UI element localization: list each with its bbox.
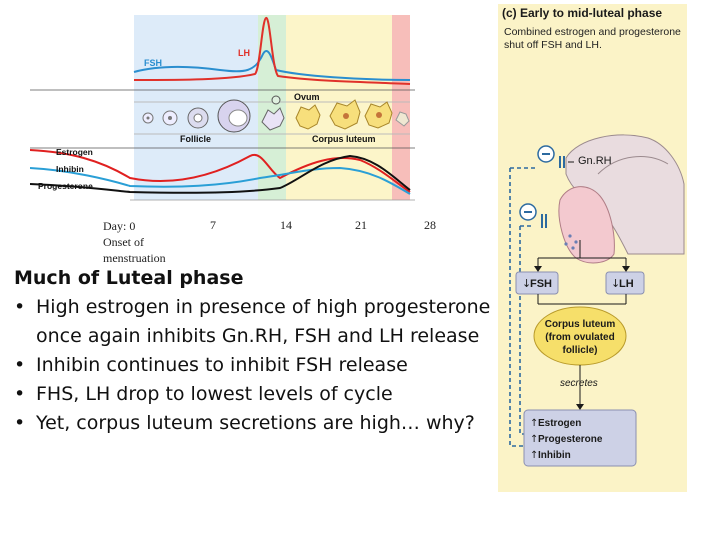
- follicle-stage: [193, 113, 203, 123]
- pituitary-granule: [571, 246, 575, 250]
- arrowhead: [534, 266, 542, 272]
- lh-down-arrow: ↓: [611, 277, 620, 290]
- notes-bullet: FHS, LH drop to lowest levels of cycle: [14, 380, 500, 409]
- fsh-curve: [133, 50, 411, 81]
- secretes-label: secretes: [560, 378, 598, 389]
- day-7-label: 7: [210, 218, 216, 232]
- day-28-label: 28: [424, 218, 436, 232]
- corpus-line-2: (from ovulated: [545, 332, 614, 343]
- menses-band: [392, 15, 410, 200]
- menstruation-text: menstruation: [103, 251, 166, 265]
- onset-text: Onset of: [103, 235, 144, 249]
- corpus-line-3: follicle): [562, 345, 597, 356]
- inhibin-curve: [30, 166, 411, 195]
- day-14-label: 14: [280, 218, 292, 232]
- ovum-label: Ovum: [294, 92, 320, 102]
- progesterone-label: Progesterone: [38, 181, 93, 191]
- feedback-diagram: Gn.RH ↓ FSH ↓ LH Corpus luteum (from ovu…: [509, 134, 685, 467]
- inhibin-box-label: Inhibin: [538, 450, 571, 461]
- inhibin-label: Inhibin: [56, 164, 84, 174]
- gnrh-label: Gn.RH: [578, 155, 612, 167]
- estrogen-up-arrow: ↑: [530, 418, 538, 429]
- corpus-luteum-stage: [295, 104, 321, 130]
- notes-bullet: Yet, corpus luteum secretions are high… …: [14, 409, 500, 438]
- fsh-box: [515, 271, 559, 295]
- notes-list: High estrogen in presence of high proges…: [14, 293, 500, 438]
- follicle-stage: [228, 109, 248, 127]
- inhibin-up-arrow: ↑: [530, 450, 538, 461]
- corpus-luteum-core: [376, 112, 382, 118]
- day-21-label: 21: [355, 218, 367, 232]
- lh-label: LH: [238, 48, 250, 58]
- estrogen-curve: [30, 149, 411, 193]
- estrogen-box-label: Estrogen: [538, 418, 581, 429]
- corpus-luteum-core: [343, 113, 349, 119]
- arrowhead: [576, 404, 584, 410]
- follicle-label: Follicle: [180, 134, 211, 144]
- corpus-line-1: Corpus luteum: [545, 319, 616, 330]
- notes-heading: Much of Luteal phase: [14, 267, 244, 289]
- lh-box: [605, 271, 645, 295]
- panel-title: (c) Early to mid-luteal phase: [502, 6, 663, 20]
- hypothalamus-bulge: [597, 156, 669, 175]
- progesterone-up-arrow: ↑: [530, 434, 538, 445]
- day-0-label: Day: 0 Onset of menstruation: [103, 218, 166, 266]
- pituitary-gland: [558, 186, 615, 264]
- fsh-label: FSH: [144, 58, 162, 68]
- lh-box-label: LH: [619, 278, 634, 290]
- feedback-path: [509, 168, 524, 447]
- estrogen-label: Estrogen: [56, 147, 93, 157]
- lh-curve: [133, 16, 411, 85]
- ruptured-follicle: [261, 107, 285, 131]
- notes-block: Much of Luteal phase High estrogen in pr…: [14, 264, 500, 438]
- pituitary-granule: [574, 240, 578, 244]
- notes-bullet: High estrogen in presence of high proges…: [14, 293, 500, 351]
- fsh-box-label: FSH: [530, 278, 552, 290]
- cycle-diagram: FSH LH Ovum Follicle Corpus luteum Estro…: [30, 15, 415, 201]
- follicle-stage: [168, 116, 172, 120]
- corpus-albicans: [395, 111, 410, 127]
- pituitary-granule: [564, 242, 568, 246]
- day-0-text: Day: 0: [103, 219, 136, 233]
- arrowhead: [622, 266, 630, 272]
- notes-bullet: Inhibin continues to inhibit FSH release: [14, 351, 500, 380]
- corpus-luteum-label: Corpus luteum: [312, 134, 376, 144]
- ovum-shape: [271, 95, 281, 105]
- follicle-stage: [146, 116, 150, 120]
- hormones-box: [523, 409, 637, 467]
- progesterone-box-label: Progesterone: [538, 434, 603, 445]
- pituitary-granule: [568, 234, 572, 238]
- feedback-path: [519, 226, 524, 435]
- panel-description: Combined estrogen and progesterone shut …: [504, 26, 681, 51]
- fsh-down-arrow: ↓: [522, 277, 531, 290]
- progesterone-curve: [30, 154, 411, 194]
